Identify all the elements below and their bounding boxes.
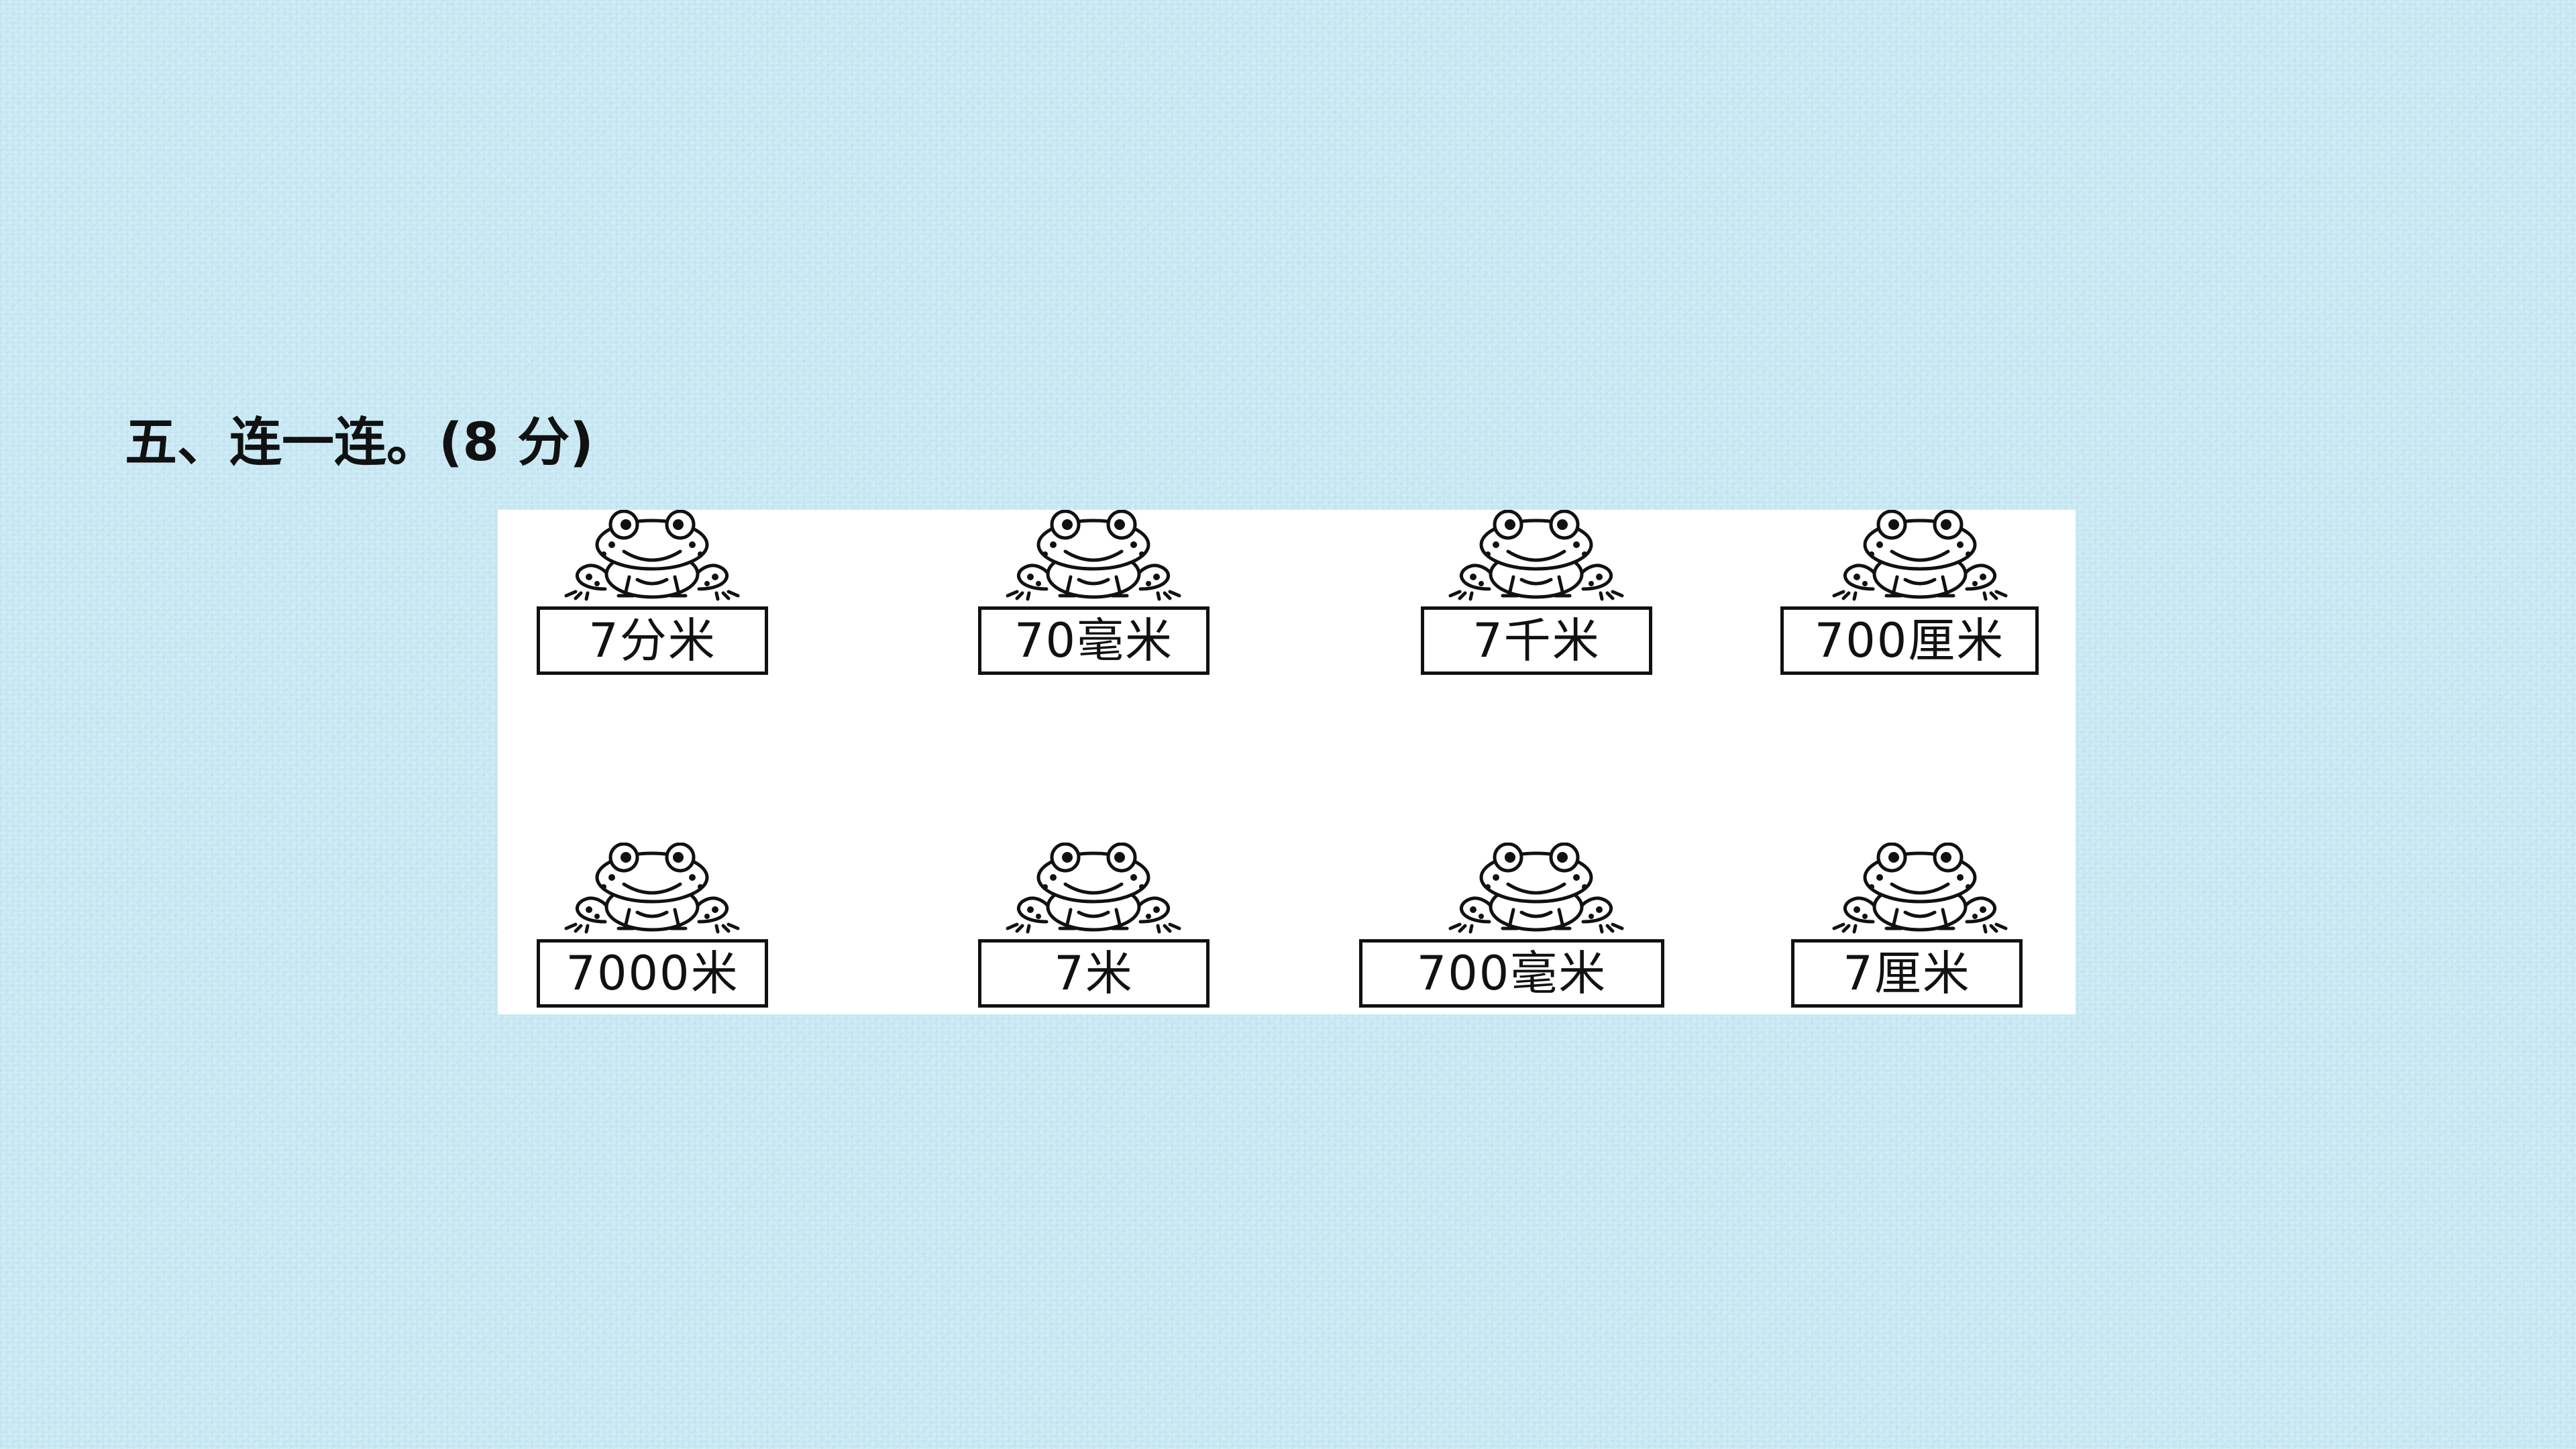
matching-worksheet: 7分米 70毫米 7千米 700厘米 7000米 7米 700毫米 7厘米 (498, 510, 2076, 1014)
label-box[interactable]: 70毫米 (978, 606, 1210, 675)
label-box[interactable]: 7分米 (537, 606, 768, 675)
bottom-item-2[interactable]: 7米 (939, 843, 1248, 1017)
frog-icon (1395, 843, 1677, 934)
label-box[interactable]: 7千米 (1421, 606, 1652, 675)
label-box[interactable]: 7米 (978, 939, 1210, 1008)
frog-icon (511, 510, 793, 601)
frog-icon (511, 843, 793, 934)
top-item-3[interactable]: 7千米 (1382, 510, 1690, 684)
exercise-heading: 五、连一连。(8 分) (125, 413, 594, 473)
bottom-item-1[interactable]: 7000米 (498, 843, 806, 1017)
top-item-2[interactable]: 70毫米 (939, 510, 1248, 684)
frog-icon (953, 843, 1234, 934)
frog-icon (1779, 843, 2061, 934)
bottom-item-3[interactable]: 700毫米 (1359, 843, 1668, 1017)
label-box[interactable]: 700毫米 (1359, 939, 1664, 1008)
top-item-4[interactable]: 700厘米 (1766, 510, 2074, 684)
frog-icon (1395, 510, 1677, 601)
bottom-item-4[interactable]: 7厘米 (1766, 843, 2074, 1017)
label-box[interactable]: 700厘米 (1780, 606, 2039, 675)
frog-icon (953, 510, 1234, 601)
label-box[interactable]: 7000米 (537, 939, 768, 1008)
label-box[interactable]: 7厘米 (1791, 939, 2023, 1008)
frog-icon (1779, 510, 2061, 601)
top-item-1[interactable]: 7分米 (498, 510, 806, 684)
